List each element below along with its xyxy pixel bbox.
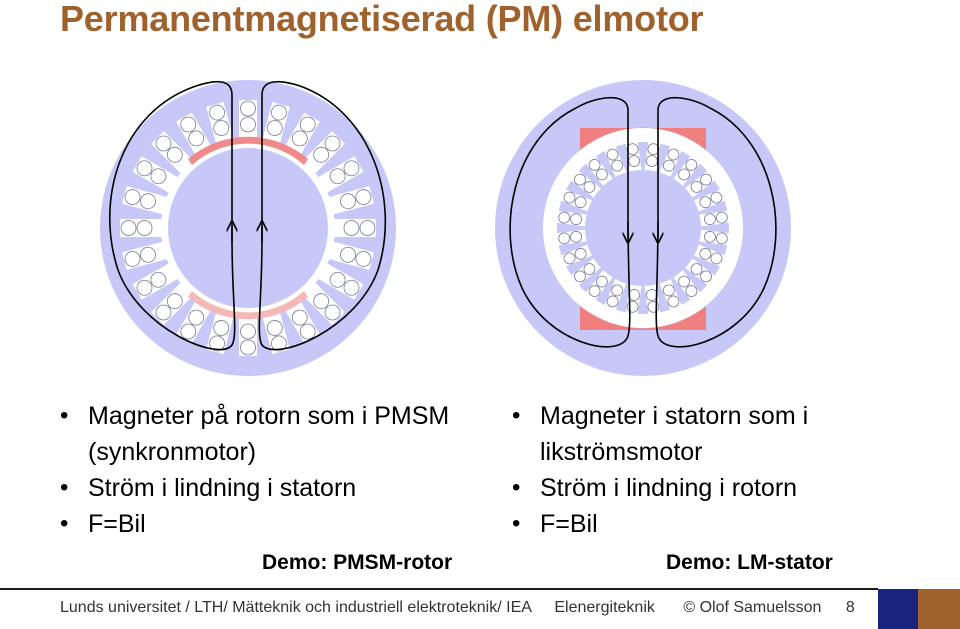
winding-slot [659, 146, 682, 178]
winding-slot [206, 102, 235, 148]
winding-slot [239, 314, 257, 356]
winding-slot [698, 210, 730, 227]
winding-slot [585, 156, 614, 187]
bullet-item: F=Bil [510, 506, 930, 542]
winding-slot [604, 146, 627, 178]
winding-slot [625, 141, 642, 173]
footer-course: Elenergiteknik [554, 599, 655, 616]
winding-slot [283, 112, 320, 159]
winding-slot [261, 102, 290, 148]
winding-slot [151, 282, 194, 325]
winding-slot [283, 297, 320, 344]
winding-slot [328, 186, 374, 215]
winding-slot [206, 308, 235, 354]
footer-author: © Olof Samuelsson [683, 599, 822, 616]
winding-slot [122, 186, 168, 215]
winding-slot [585, 269, 614, 300]
motor-diagrams [100, 80, 791, 376]
footer-organization: Lunds universitet / LTH/ Mätteknik och i… [60, 599, 532, 616]
footer-logo-square-blue [878, 589, 918, 629]
winding-slot [328, 241, 374, 270]
winding-slot [693, 189, 725, 212]
winding-slot [698, 229, 730, 246]
winding-slot [561, 189, 593, 212]
bullet-item: Ström i lindning i rotorn [510, 470, 930, 506]
dc-bullet-list: Magneter i statorn som i likströmsmotor … [510, 398, 930, 542]
winding-slot [317, 156, 364, 193]
dc-motor-diagram [495, 80, 791, 376]
winding-slot [672, 269, 701, 300]
winding-slot [239, 100, 257, 142]
winding-slot [261, 308, 290, 354]
footer: Lunds universitet / LTH/ Mätteknik och i… [60, 599, 860, 617]
winding-slot [122, 241, 168, 270]
pmsm-rotor [168, 148, 328, 308]
winding-slot [644, 141, 661, 173]
dc-rotor-slots [556, 141, 730, 315]
dc-flux-line-right [655, 97, 777, 348]
pmsm-flux-line-outer [108, 80, 236, 351]
dc-stator-magnet-north [580, 127, 706, 150]
winding-slot [132, 156, 179, 193]
winding-slot [317, 263, 364, 300]
footer-logo-square-brown [918, 589, 960, 629]
winding-slot [302, 131, 345, 174]
dc-flux-line-left [509, 97, 631, 348]
pmsm-rotor-magnet-south [188, 291, 308, 320]
pmsm-bullet-list: Magneter på rotorn som i PMSM (synkronmo… [58, 398, 478, 542]
pmsm-rotor-magnet-north [188, 136, 308, 165]
winding-slot [571, 257, 602, 286]
bullet-item: Magneter i statorn som i likströmsmotor [510, 398, 930, 470]
winding-slot [604, 278, 627, 310]
pmsm-motor-diagram [100, 80, 396, 376]
winding-slot [672, 156, 701, 187]
winding-slot [693, 244, 725, 267]
winding-slot [302, 282, 345, 325]
demo-dc-label: Demo: LM-stator [666, 551, 833, 574]
footer-page-number: 8 [845, 599, 855, 616]
dc-stator-magnet-south [580, 306, 706, 330]
winding-slot [334, 219, 376, 237]
winding-slot [561, 244, 593, 267]
pmsm-stator-slots [120, 100, 376, 356]
winding-slot [556, 210, 588, 227]
bullet-item: Ström i lindning i statorn [58, 470, 478, 506]
winding-slot [120, 219, 162, 237]
winding-slot [571, 170, 602, 199]
bullet-item: F=Bil [58, 506, 478, 542]
bullet-item: Magneter på rotorn som i PMSM (synkronmo… [58, 398, 478, 470]
pmsm-flux-line-inner [258, 80, 387, 351]
winding-slot [176, 112, 213, 159]
footer-divider [0, 588, 878, 590]
slide-title: Permanentmagnetiserad (PM) elmotor [60, 0, 704, 39]
winding-slot [556, 229, 588, 246]
dc-rotor-core [585, 170, 701, 286]
winding-slot [659, 278, 682, 310]
winding-slot [684, 170, 715, 199]
winding-slot [151, 131, 194, 174]
winding-slot [684, 257, 715, 286]
winding-slot [132, 263, 179, 300]
winding-slot [176, 297, 213, 344]
demo-pmsm-label: Demo: PMSM-rotor [262, 551, 453, 574]
